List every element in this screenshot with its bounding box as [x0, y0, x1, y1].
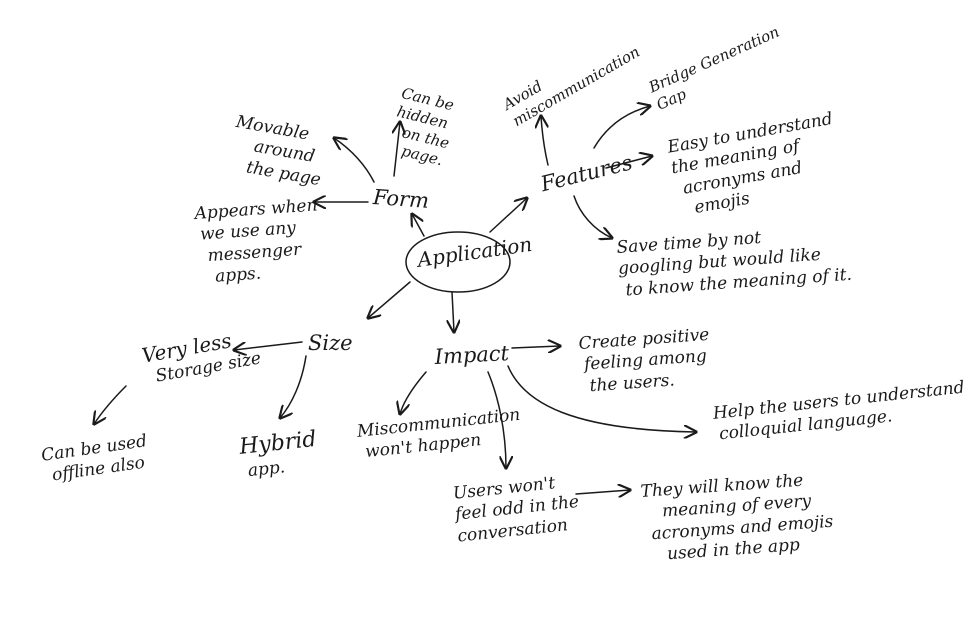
arrow-impact-odd	[487, 371, 506, 468]
form-appears: Appears when we use any messenger apps.	[194, 195, 323, 288]
arrow-center-size	[368, 281, 411, 318]
arrow-form-hidden	[394, 122, 400, 177]
arrow-odd-know	[575, 490, 630, 494]
branch-size-label: Size	[308, 331, 353, 355]
arrow-features-avoid	[541, 116, 549, 166]
arrow-impact-colloquial	[507, 365, 696, 432]
arrow-size-storage	[234, 341, 303, 350]
arrow-size-hybrid	[280, 355, 307, 418]
arrow-form-movable	[334, 138, 375, 183]
arrow-impact-miscomm	[400, 371, 427, 414]
arrow-features-bridge	[593, 106, 650, 149]
branch-impact-label: Impact	[434, 341, 510, 369]
impact-positive: Create positive feeling among the users.	[578, 325, 713, 398]
arrow-center-impact	[452, 291, 454, 332]
arrow-impact-positive	[511, 346, 560, 348]
size-hybrid: Hybrid app.	[238, 426, 320, 483]
arrow-center-features	[489, 198, 527, 233]
impact-odd: Users won't feel odd in the conversation	[452, 471, 582, 547]
arrow-center-form	[412, 214, 425, 237]
arrow-features-easy	[605, 156, 652, 169]
center-ellipse	[405, 231, 511, 293]
impact-know: They will know the meaning of every acro…	[640, 469, 836, 567]
branch-form-label: Form	[372, 184, 430, 213]
arrow-features-save	[573, 195, 612, 238]
arrow-storage-offline	[94, 385, 127, 424]
